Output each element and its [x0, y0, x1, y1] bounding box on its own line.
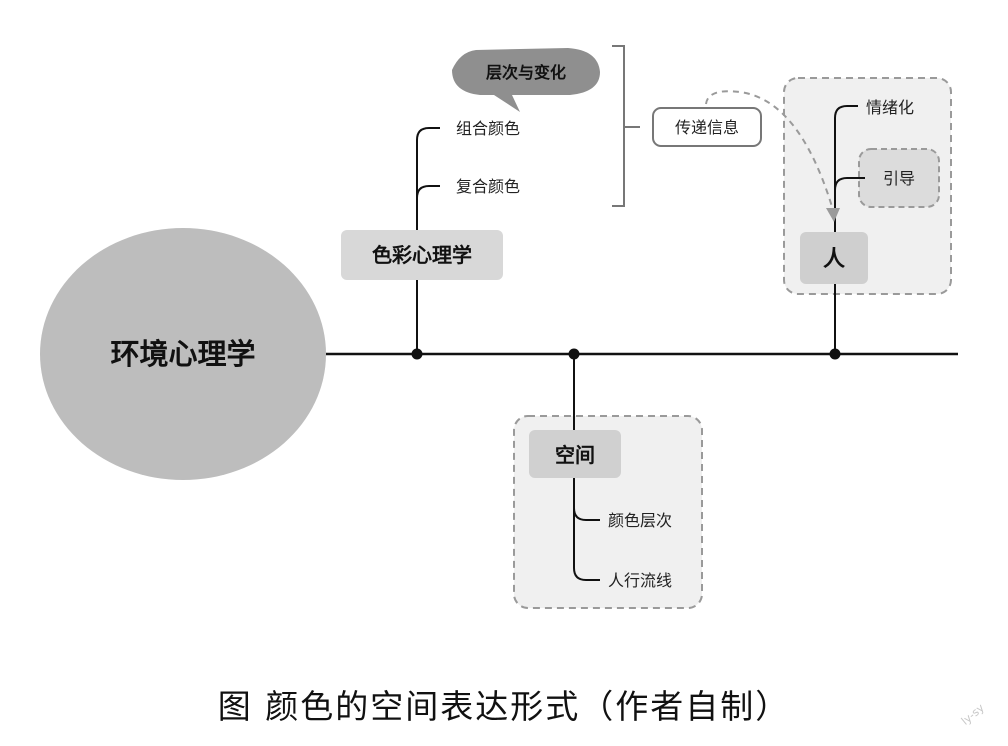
person-label: 人: [823, 247, 845, 272]
combined-colors-label: 组合颜色: [456, 119, 520, 138]
dashed-arrow: [705, 90, 834, 211]
color-psychology-box: [341, 230, 503, 280]
person-box: [800, 232, 868, 284]
figure-caption: 图 颜色的空间表达形式（作者自制）: [217, 687, 791, 726]
convey-info-box: [652, 107, 762, 147]
pedestrian-flow-label: 人行流线: [608, 571, 672, 590]
arrow-head: [826, 208, 840, 222]
junction-dot-space: [568, 348, 580, 360]
junction-dot-person: [829, 348, 841, 360]
junction-dot-color: [411, 348, 423, 360]
person-branch-line: [834, 105, 865, 354]
speech-bubble: [452, 48, 600, 112]
color-branch-line: [416, 127, 440, 354]
space-label: 空间: [555, 443, 595, 467]
emotion-label: 情绪化: [866, 98, 914, 117]
space-box: [529, 430, 621, 478]
center-label: 环境心理学: [110, 337, 255, 371]
convey-info-label: 传递信息: [675, 118, 739, 137]
space-branch-line: [573, 354, 600, 581]
bracket: [612, 45, 640, 207]
compound-colors-label: 复合颜色: [456, 177, 520, 196]
guide-label: 引导: [883, 169, 915, 188]
color-layers-label: 颜色层次: [608, 511, 672, 530]
center-circle: [40, 228, 326, 480]
guide-box: [858, 148, 940, 208]
layers-and-change-label: 层次与变化: [486, 63, 566, 82]
color-psychology-label: 色彩心理学: [372, 243, 472, 267]
